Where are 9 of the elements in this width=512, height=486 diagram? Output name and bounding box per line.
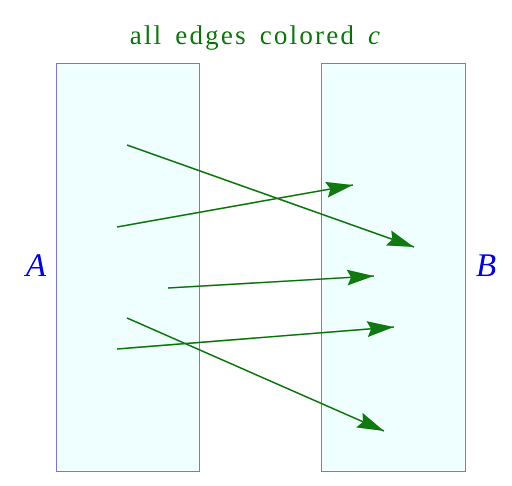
set-box [56, 63, 200, 472]
arrow [126, 144, 414, 248]
arrow [116, 321, 394, 350]
set-label: B [476, 248, 496, 284]
arrow [116, 182, 354, 228]
diagram-title: all edges colored c [130, 19, 382, 51]
set-box [321, 63, 466, 472]
set-label: A [26, 248, 46, 284]
arrow [168, 270, 374, 289]
